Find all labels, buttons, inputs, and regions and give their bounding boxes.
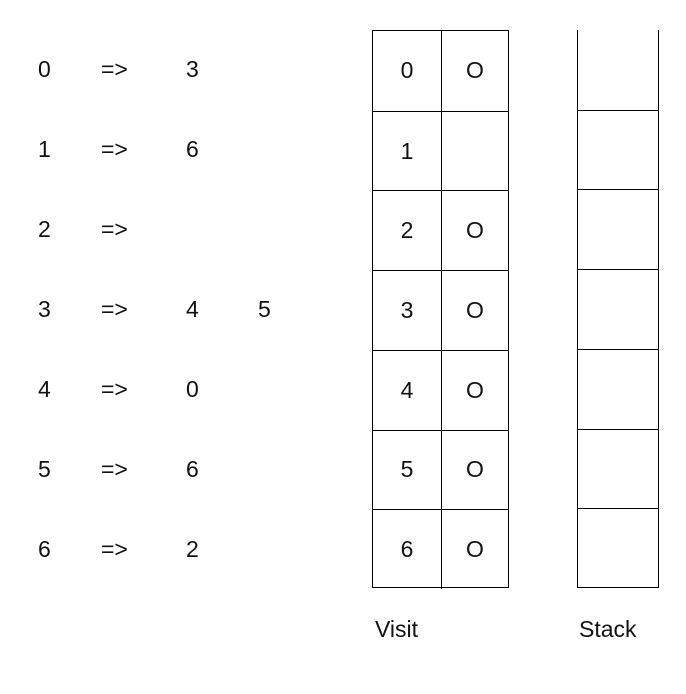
stack-slot[interactable] [578, 111, 658, 190]
adjacency-row: 3 => 4 5 [0, 289, 340, 329]
stack-table-row [578, 30, 658, 110]
visit-table-row: 5 O [373, 429, 508, 510]
stack-slot[interactable] [578, 30, 658, 110]
visit-table-row: 2 O [373, 190, 508, 271]
adjacency-neighbor-label: 2 [186, 536, 199, 562]
visit-node-id: 0 [373, 31, 442, 111]
stack-slot[interactable] [578, 190, 658, 269]
adjacency-arrow-icon: => [101, 56, 128, 82]
stack-table-row [578, 109, 658, 190]
adjacency-row: 0 => 3 [0, 49, 340, 89]
adjacency-node-label: 3 [38, 296, 51, 322]
adjacency-arrow-icon: => [101, 536, 128, 562]
adjacency-node-label: 5 [38, 456, 51, 482]
stack-table-row [578, 348, 658, 429]
visit-table-row: 3 O [373, 270, 508, 350]
visit-mark-cell[interactable]: O [466, 296, 484, 323]
visit-node-id: 6 [373, 510, 442, 589]
visit-node-id: 1 [373, 111, 442, 191]
stack-table-row [578, 269, 658, 349]
visit-table-row: 1 [373, 110, 508, 191]
adjacency-row: 1 => 6 [0, 129, 340, 169]
adjacency-node-label: 6 [38, 536, 51, 562]
stack-table-caption: Stack [579, 616, 637, 642]
adjacency-node-label: 1 [38, 136, 51, 162]
stack-slot[interactable] [578, 430, 658, 509]
visit-mark-cell[interactable]: O [466, 456, 484, 483]
stack-slot[interactable] [578, 270, 658, 349]
visit-table: 0 O 1 2 O 3 O 4 O 5 O 6 O [372, 30, 509, 589]
adjacency-row: 2 => [0, 209, 340, 249]
visit-node-id: 4 [373, 350, 442, 430]
stack-table-row [578, 508, 658, 588]
visit-mark-cell[interactable]: O [466, 536, 484, 563]
adjacency-neighbor-label: 3 [186, 56, 199, 82]
visit-mark-cell[interactable]: O [466, 57, 484, 84]
adjacency-node-label: 4 [38, 376, 51, 402]
adjacency-neighbor-label: 6 [186, 456, 199, 482]
stack-table [577, 30, 659, 588]
stack-table-row [578, 428, 658, 509]
visit-table-row: 0 O [373, 31, 508, 111]
adjacency-arrow-icon: => [101, 456, 128, 482]
adjacency-row: 4 => 0 [0, 369, 340, 409]
stack-table-row [578, 189, 658, 269]
stack-slot[interactable] [578, 350, 658, 429]
adjacency-row: 5 => 6 [0, 449, 340, 489]
adjacency-row: 6 => 2 [0, 529, 340, 569]
adjacency-neighbor-label: 0 [186, 376, 199, 402]
adjacency-list: 0 => 3 1 => 6 2 => 3 => 4 5 4 => 0 [0, 0, 340, 694]
visit-mark-cell[interactable] [442, 112, 508, 191]
adjacency-neighbor-label: 4 [186, 296, 199, 322]
visit-table-row: 4 O [373, 349, 508, 430]
visit-table-caption: Visit [375, 616, 419, 642]
adjacency-neighbor-label: 5 [258, 296, 271, 322]
adjacency-neighbor-label: 6 [186, 136, 199, 162]
visit-mark-cell[interactable]: O [466, 376, 484, 403]
adjacency-arrow-icon: => [101, 376, 128, 402]
adjacency-arrow-icon: => [101, 216, 128, 242]
visit-mark-cell[interactable]: O [466, 217, 484, 244]
visit-node-id: 2 [373, 191, 442, 271]
visit-table-row: 6 O [373, 509, 508, 589]
visit-node-id: 3 [373, 271, 442, 350]
stack-slot[interactable] [578, 509, 658, 588]
adjacency-node-label: 0 [38, 56, 51, 82]
visit-node-id: 5 [373, 430, 442, 510]
adjacency-arrow-icon: => [101, 136, 128, 162]
adjacency-node-label: 2 [38, 216, 51, 242]
adjacency-arrow-icon: => [101, 296, 128, 322]
